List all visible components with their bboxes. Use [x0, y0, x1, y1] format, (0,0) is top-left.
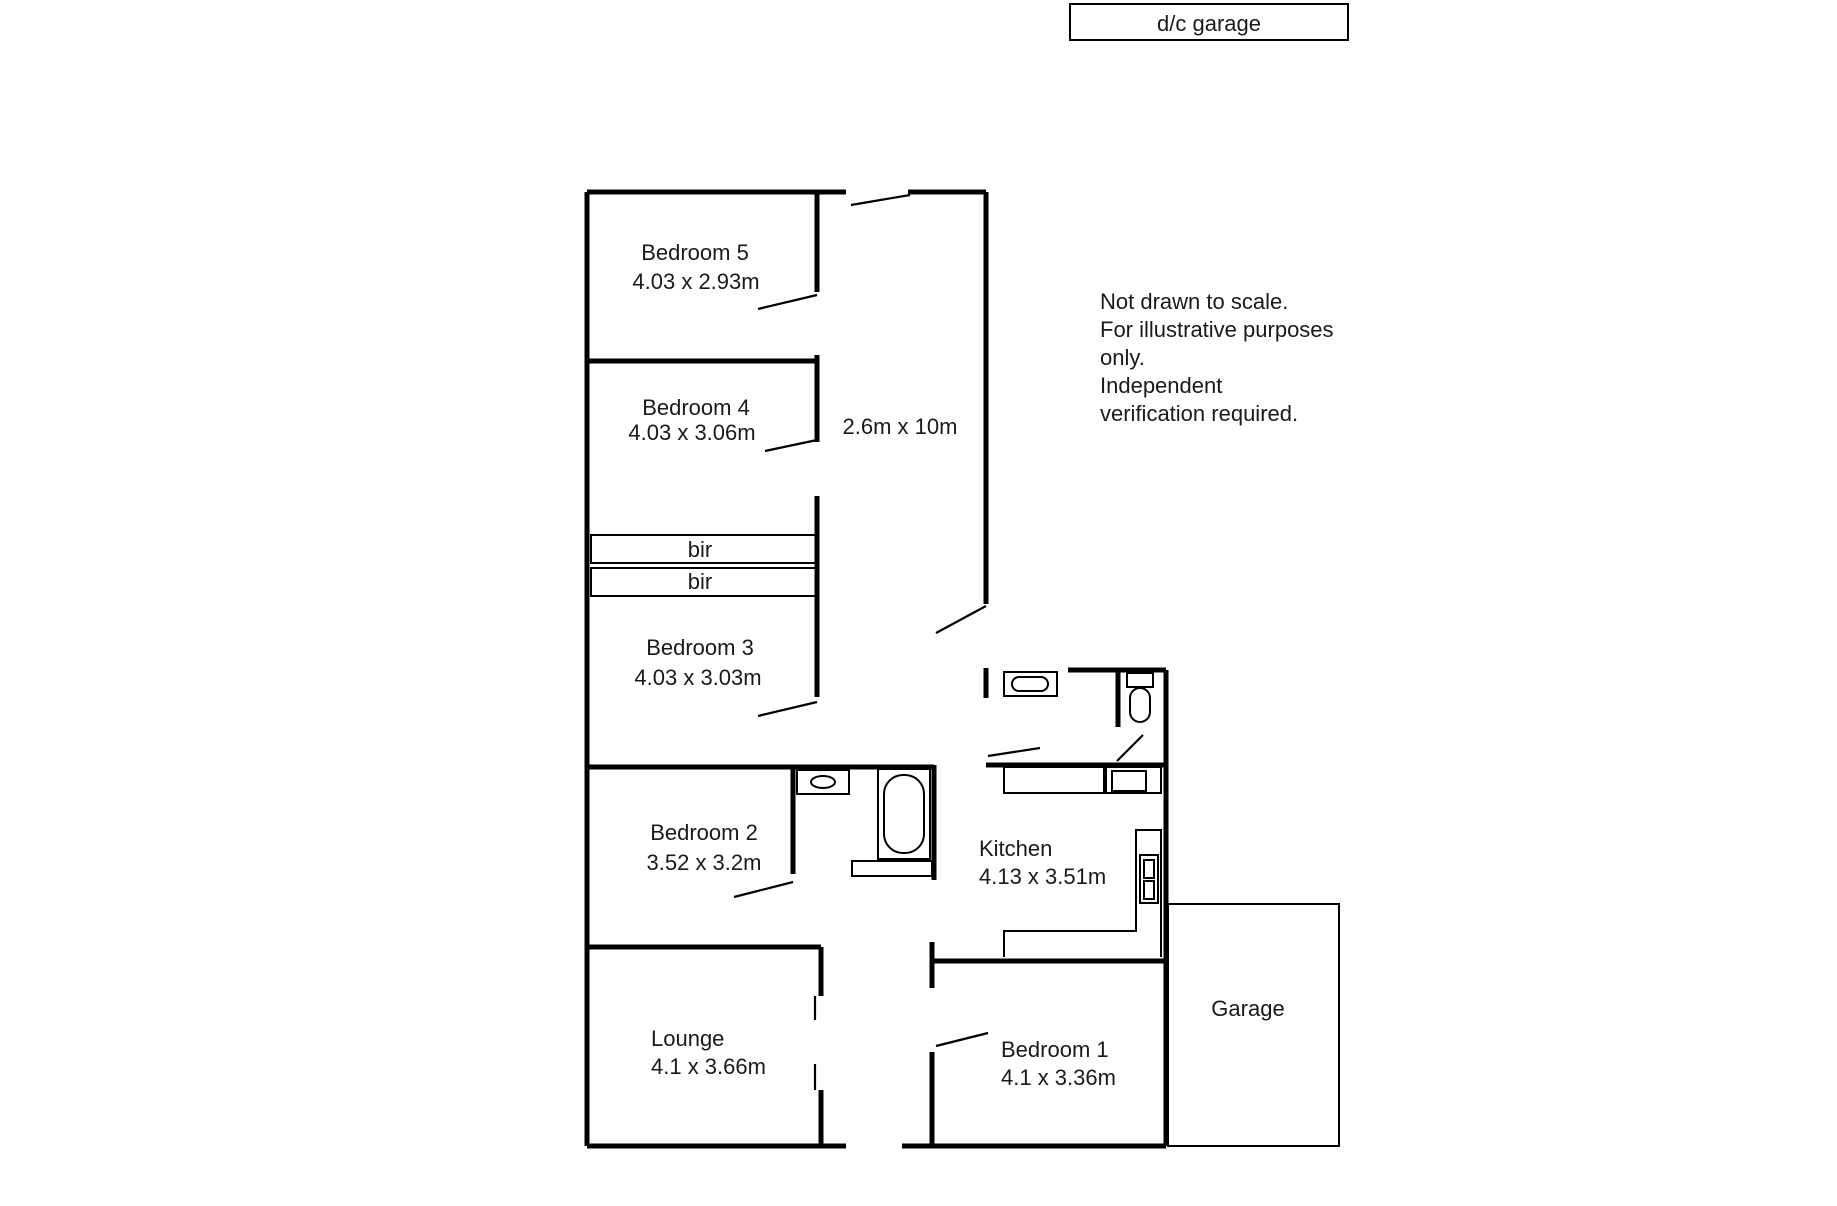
garage-outline [1167, 903, 1340, 1147]
note-line-3: only. [1100, 345, 1145, 370]
door-bedroom2 [733, 880, 794, 899]
door-hall-end [935, 605, 987, 634]
garage: Garage [1167, 903, 1340, 1147]
door-toilet [1116, 734, 1144, 762]
bir-upper [590, 534, 818, 564]
bedroom4-size: 4.03 x 3.06m [628, 420, 755, 445]
toilet-cistern [1126, 672, 1154, 688]
door-bedroom4 [764, 438, 818, 453]
note-line-1: Not drawn to scale. [1100, 289, 1288, 314]
bedroom5-name: Bedroom 5 [641, 240, 749, 265]
door-laundry [987, 746, 1041, 758]
note-line-4: Independent [1100, 373, 1222, 398]
laundry-bench [1003, 766, 1105, 794]
door-bedroom1 [935, 1031, 989, 1048]
note-line-2: For illustrative purposes [1100, 317, 1334, 342]
bir-upper-label: bir [688, 537, 712, 562]
bath-tub-inner [883, 774, 925, 854]
kitchen-size: 4.13 x 3.51m [979, 864, 1106, 889]
laundry-trough-basin [1011, 676, 1049, 692]
laundry-cabinet-inner [1111, 770, 1147, 792]
bedroom1-name: Bedroom 1 [1001, 1037, 1109, 1062]
dc-garage-box: d/c garage [1069, 3, 1349, 41]
lounge-name: Lounge [651, 1026, 724, 1051]
note-line-5: verification required. [1100, 401, 1298, 426]
kitchen-sink-bowl-2 [1143, 880, 1155, 900]
kitchen-name: Kitchen [979, 836, 1052, 861]
fixtures [796, 671, 1162, 957]
door-bedroom3 [757, 700, 818, 718]
bedroom2-size: 3.52 x 3.2m [647, 850, 762, 875]
bedroom2-name: Bedroom 2 [650, 820, 758, 845]
door-swings [733, 193, 1144, 1090]
garage-label: Garage [1211, 996, 1284, 1021]
hall-size: 2.6m x 10m [843, 414, 958, 439]
built-in-robes: bir bir [590, 534, 818, 597]
bedroom4-name: Bedroom 4 [642, 395, 750, 420]
kitchen-sink-bowl-1 [1143, 859, 1155, 879]
dc-garage-label: d/c garage [1157, 11, 1261, 36]
toilet-bowl [1129, 687, 1151, 723]
room-labels: Bedroom 5 4.03 x 2.93m Bedroom 4 4.03 x … [628, 240, 1116, 1090]
lounge-size: 4.1 x 3.66m [651, 1054, 766, 1079]
bedroom1-size: 4.1 x 3.36m [1001, 1065, 1116, 1090]
dc-garage-outline [1069, 3, 1349, 41]
bir-lower [590, 567, 818, 597]
disclaimer-note: Not drawn to scale. For illustrative pur… [1100, 289, 1334, 426]
bedroom5-size: 4.03 x 2.93m [632, 269, 759, 294]
bedroom3-name: Bedroom 3 [646, 635, 754, 660]
walls [584, 189, 1169, 1149]
door-entry [850, 193, 911, 207]
kitchen-bench [1003, 829, 1162, 957]
door-bedroom5 [757, 293, 818, 311]
bathroom-shelf [851, 860, 933, 877]
bedroom3-size: 4.03 x 3.03m [634, 665, 761, 690]
vanity-basin [810, 775, 836, 789]
bir-lower-label: bir [688, 569, 712, 594]
